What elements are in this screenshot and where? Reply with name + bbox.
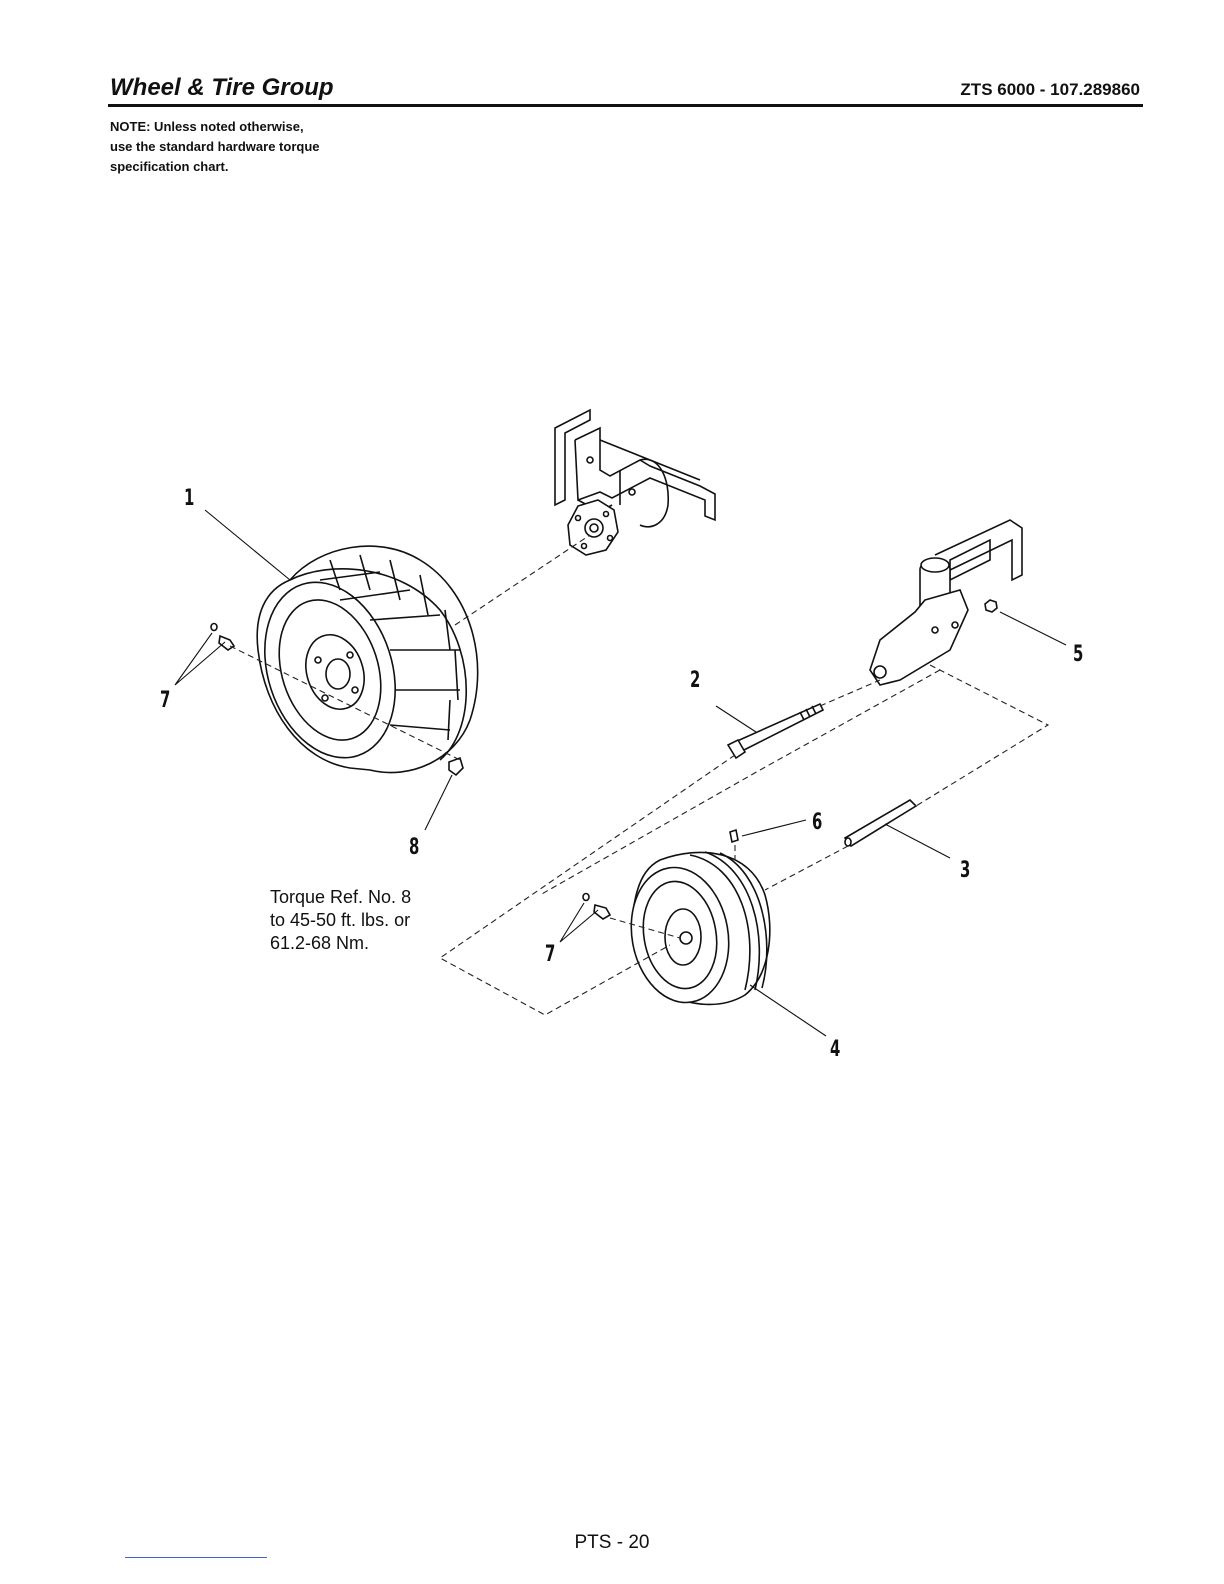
callout-2: 2 [690, 668, 700, 693]
bottom-underline [125, 1557, 267, 1558]
callout-8: 8 [409, 835, 419, 860]
callout-4: 4 [830, 1037, 840, 1062]
callout-7-lower: 7 [545, 942, 555, 967]
part-1-rear-tire [243, 546, 477, 775]
part-6-grease-fitting [730, 830, 738, 842]
callout-5: 5 [1073, 642, 1083, 667]
part-2-bolt [728, 704, 823, 758]
caster-fork-bracket [870, 520, 1022, 685]
callout-7-upper: 7 [160, 688, 170, 713]
part-3-spacer-tube [845, 800, 916, 846]
frame-axle-assembly [555, 410, 715, 555]
callout-6: 6 [812, 810, 822, 835]
part-8-lug-nut [449, 758, 463, 775]
part-4-caster-tire [621, 852, 770, 1010]
callout-3: 3 [960, 858, 970, 883]
page-number: PTS - 20 [0, 1532, 1224, 1554]
part-5-nut [985, 600, 997, 612]
part-7-valve-stem-lower [583, 894, 610, 920]
torque-note: Torque Ref. No. 8 to 45-50 ft. lbs. or 6… [270, 886, 411, 955]
callout-1: 1 [184, 486, 194, 511]
